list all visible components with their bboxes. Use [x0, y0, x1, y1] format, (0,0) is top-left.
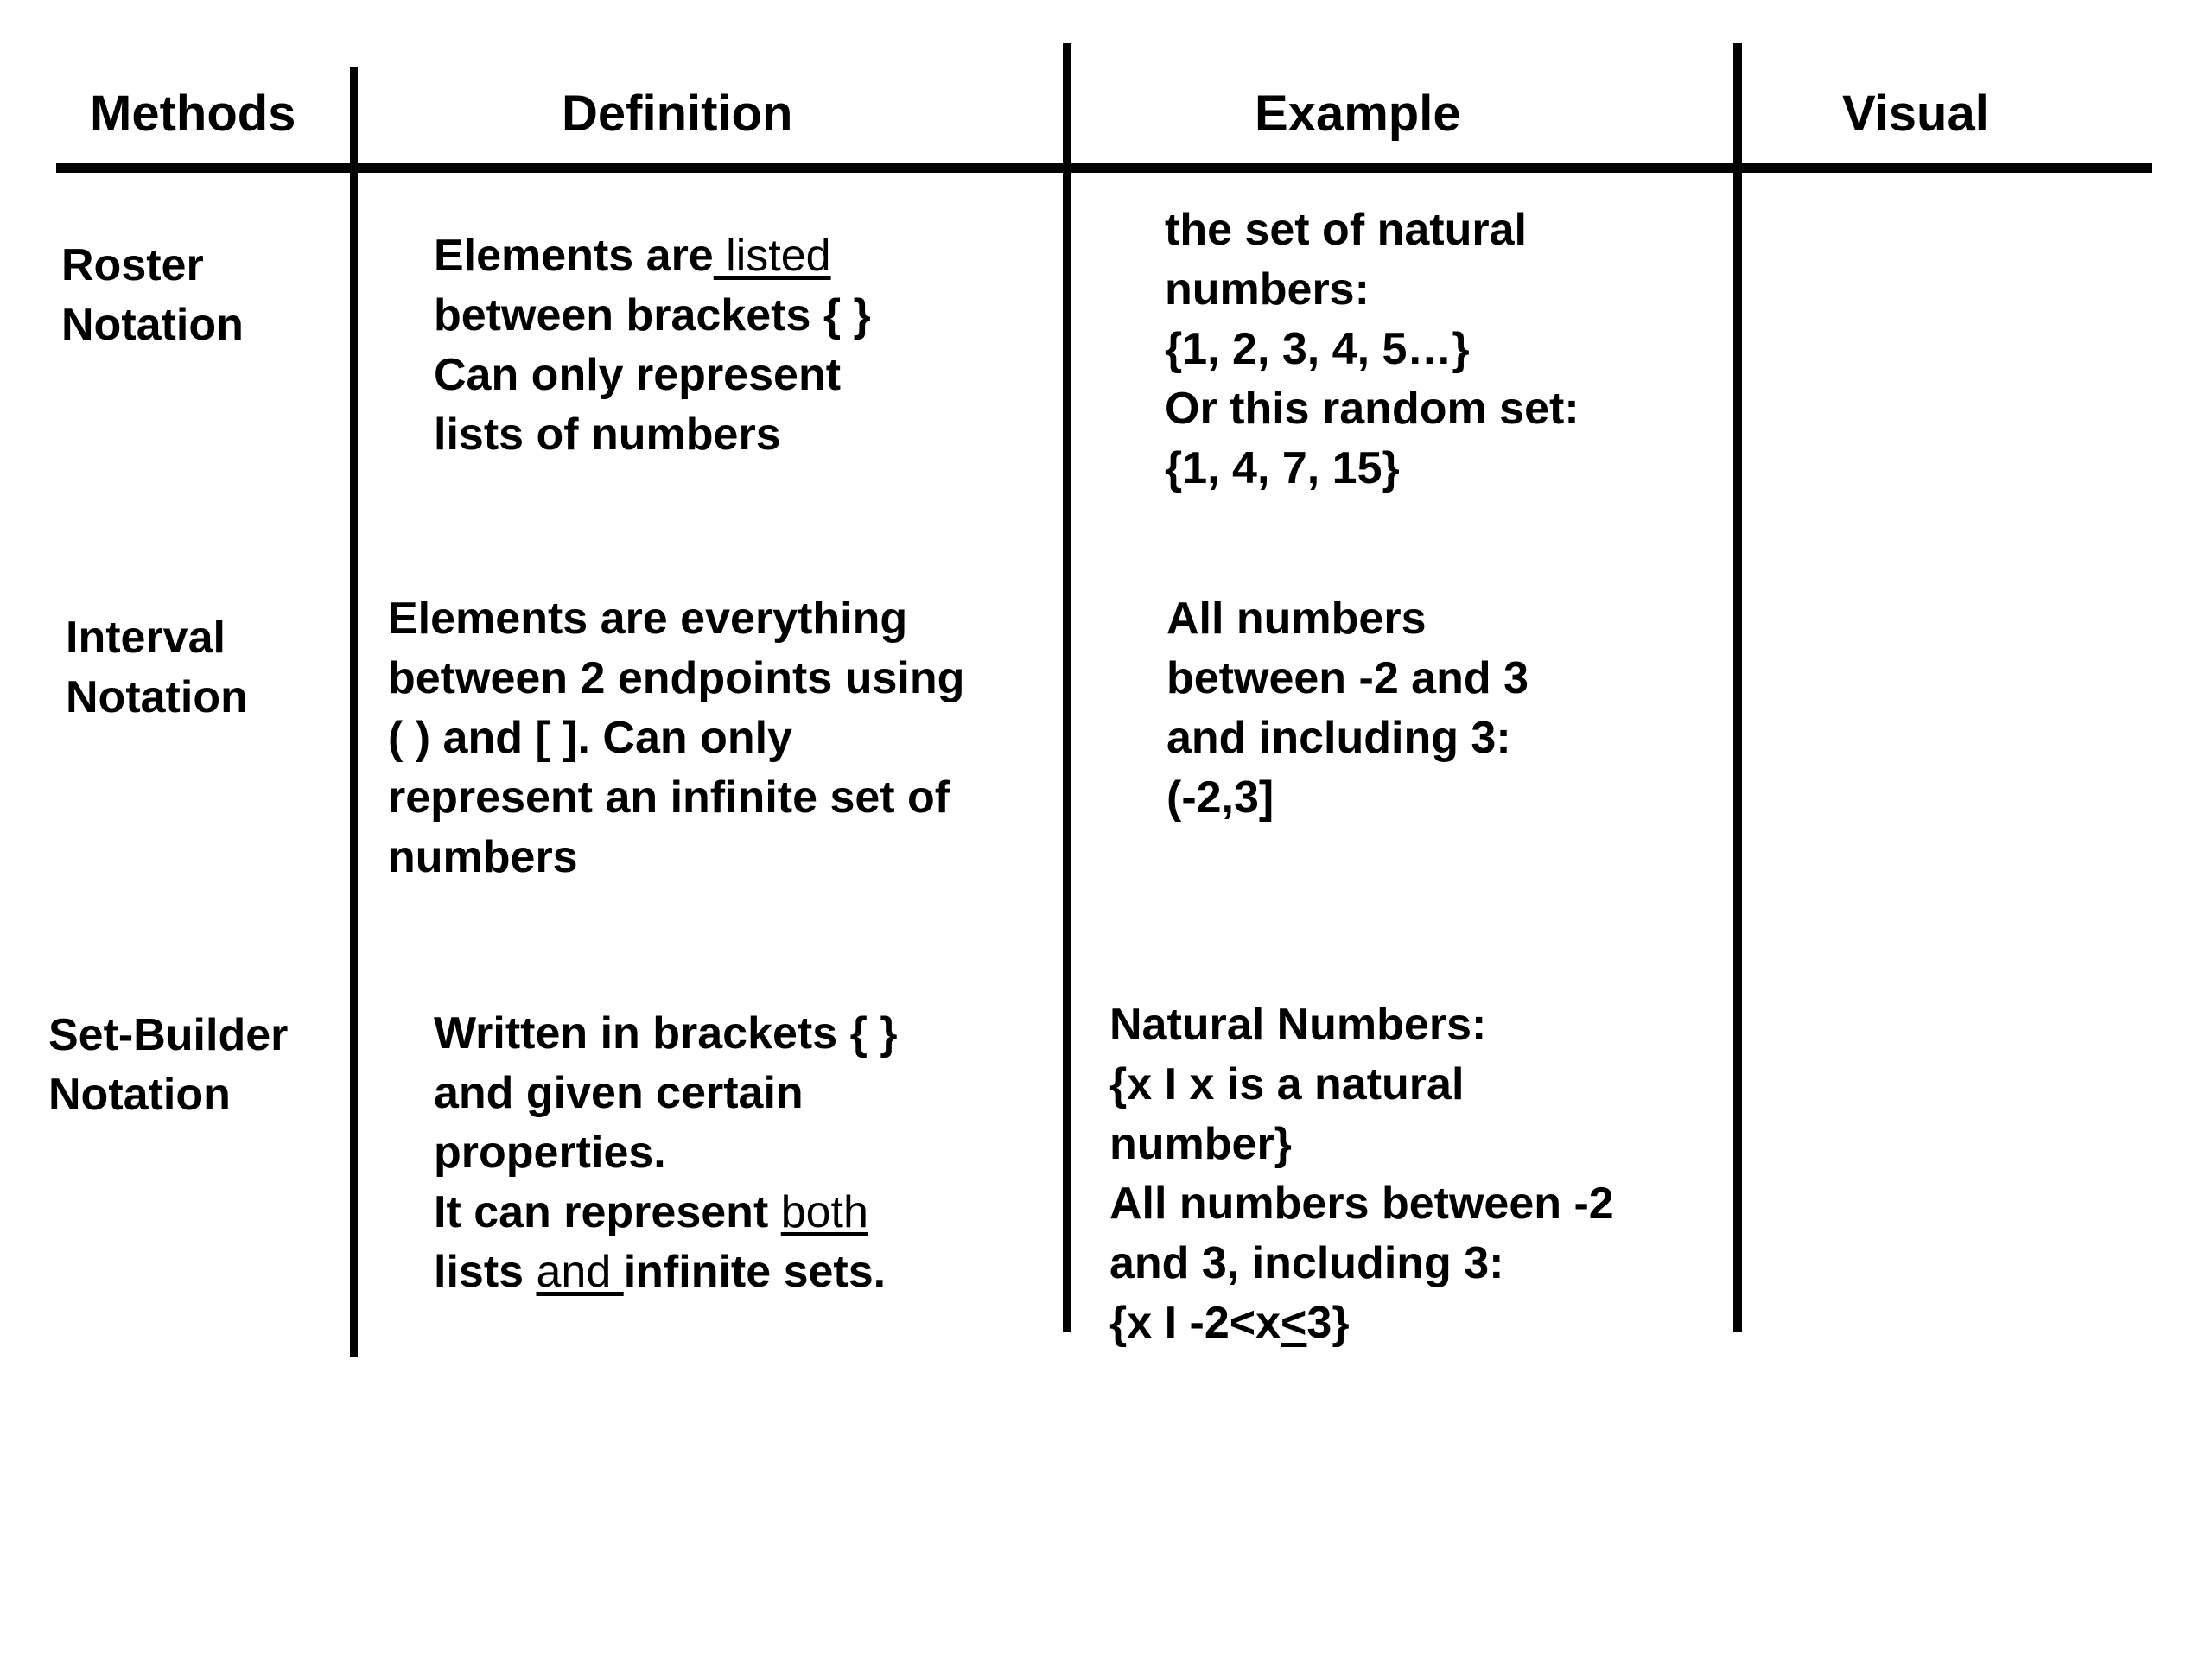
example-set-builder: Natural Numbers: {x I x is a natural num…: [1109, 995, 1614, 1353]
definition-line: and given certain: [434, 1068, 804, 1118]
definition-line: lists of numbers: [434, 410, 781, 460]
definition-line: Written in brackets { }: [434, 1008, 898, 1058]
example-line: between -2 and 3: [1166, 653, 1529, 703]
column-divider-definition-example: [1063, 43, 1071, 1332]
definition-line: Elements are everything: [388, 594, 908, 644]
definition-line: properties.: [434, 1128, 666, 1178]
definition-line: Can only represent: [434, 350, 842, 400]
method-roster-notation: Roster Notation: [61, 236, 244, 355]
column-divider-methods-definition: [350, 67, 358, 1357]
example-line: and including 3:: [1166, 713, 1511, 763]
example-line: Or this random set:: [1165, 384, 1580, 434]
column-divider-example-visual: [1733, 43, 1742, 1332]
definition-set-builder: Written in brackets { } and given certai…: [434, 1004, 898, 1302]
example-line: Natural Numbers:: [1109, 1000, 1487, 1050]
definition-line: represent an infinite set of: [388, 772, 950, 823]
definition-text: Elements are: [434, 231, 714, 281]
example-line: All numbers: [1166, 594, 1427, 644]
method-set-builder-notation: Set-Builder Notation: [48, 1006, 288, 1125]
example-line: numbers:: [1165, 264, 1370, 315]
example-line: and 3, including 3:: [1109, 1238, 1504, 1288]
definition-roster: Elements are listed between brackets { }…: [434, 226, 871, 465]
definition-text: infinite sets.: [623, 1247, 887, 1297]
definition-line: It can represent both: [434, 1183, 898, 1243]
less-than-or-equal-symbol: <: [1281, 1298, 1307, 1348]
example-line: {1, 2, 3, 4, 5…}: [1165, 324, 1470, 374]
underlined-word-both: both: [780, 1187, 868, 1237]
header-visual: Visual: [1842, 86, 1989, 142]
example-text: {x I -2<x: [1109, 1298, 1281, 1348]
definition-line: ( ) and [ ]. Can only: [388, 713, 792, 763]
example-line: number}: [1109, 1119, 1292, 1169]
header-example: Example: [1255, 86, 1461, 142]
example-line: {x I -2<x<3}: [1109, 1294, 1614, 1353]
example-interval: All numbers between -2 and 3 and includi…: [1166, 589, 1529, 828]
visual-column-empty-area: [1742, 173, 2148, 1331]
definition-text: lists: [434, 1247, 537, 1297]
method-label-line: Interval: [66, 613, 226, 663]
definition-line: Elements are listed: [434, 226, 871, 286]
method-label-line: Roster: [61, 240, 204, 290]
example-roster: the set of natural numbers: {1, 2, 3, 4,…: [1165, 200, 1580, 499]
header-definition: Definition: [562, 86, 793, 142]
definition-line: between 2 endpoints using: [388, 653, 965, 703]
header-methods: Methods: [90, 86, 296, 142]
method-label-line: Notation: [66, 672, 248, 722]
definition-line: numbers: [388, 832, 578, 882]
method-label-line: Set-Builder: [48, 1010, 289, 1060]
method-label-line: Notation: [48, 1070, 231, 1120]
definition-line: between brackets { }: [434, 290, 871, 340]
method-label-line: Notation: [61, 300, 244, 350]
header-divider-line: [56, 163, 2152, 173]
method-interval-notation: Interval Notation: [66, 608, 248, 728]
underlined-word-listed: listed: [713, 231, 831, 281]
example-line: {1, 4, 7, 15}: [1165, 443, 1400, 493]
example-line: {x I x is a natural: [1109, 1059, 1465, 1109]
definition-interval: Elements are everything between 2 endpoi…: [388, 589, 964, 887]
example-line: (-2,3]: [1166, 772, 1274, 823]
definition-line: lists and infinite sets.: [434, 1243, 898, 1302]
example-line: the set of natural: [1165, 205, 1527, 255]
definition-text: It can represent: [434, 1187, 781, 1237]
example-text: 3}: [1306, 1298, 1350, 1348]
underlined-word-and: and: [536, 1247, 624, 1297]
example-line: All numbers between -2: [1109, 1179, 1614, 1229]
